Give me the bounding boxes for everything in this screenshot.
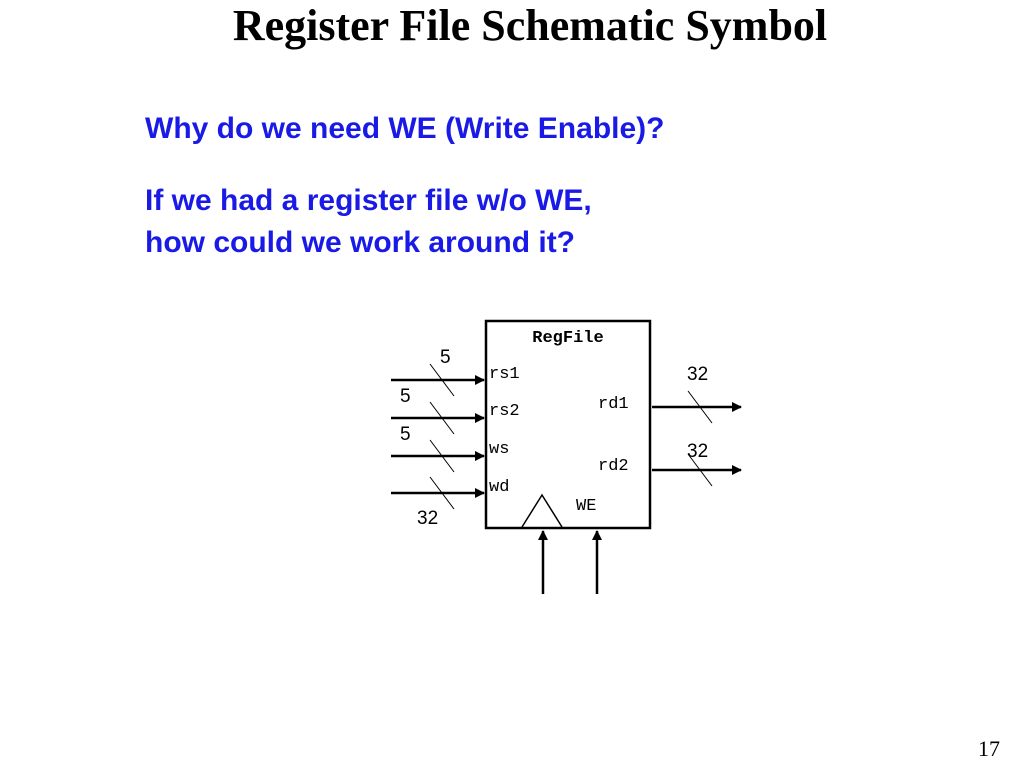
- regfile-block: [484, 319, 652, 530]
- question-workaround-line1: If we had a register file w/o WE,: [145, 184, 592, 217]
- bus-slash-rd2: [687, 453, 713, 487]
- bus-width-ws: 5: [400, 424, 411, 445]
- slide-title: Register File Schematic Symbol: [232, 1, 828, 50]
- bus-slash-wd: [429, 476, 455, 510]
- bus-width-rd2: 32: [687, 441, 708, 462]
- port-label-rs1: rs1: [489, 365, 520, 384]
- port-label-ws: ws: [489, 440, 509, 459]
- port-label-rd1: rd1: [598, 395, 629, 414]
- bus-slash-rd1: [687, 390, 713, 424]
- question-workaround-line2: how could we work around it?: [145, 226, 576, 259]
- question-write-enable: Why do we need WE (Write Enable)?: [145, 112, 665, 145]
- bus-slash-rs2: [429, 401, 455, 435]
- bus-width-rs1: 5: [440, 347, 451, 368]
- bus-width-rs2: 5: [400, 386, 411, 407]
- port-label-rs2: rs2: [489, 402, 520, 421]
- bus-slash-ws: [429, 439, 455, 473]
- port-label-wd: wd: [489, 478, 509, 497]
- bus-width-rd1: 32: [687, 364, 708, 385]
- clock-triangle: [521, 493, 563, 528]
- question-workaround: If we had a register file w/o WE, how co…: [145, 180, 592, 264]
- bus-width-wd: 32: [417, 508, 438, 529]
- bus-slash-rs1: [429, 363, 455, 397]
- port-label-rd2: rd2: [598, 457, 629, 476]
- page-number: 17: [978, 736, 1000, 761]
- regfile-label: RegFile: [532, 329, 603, 348]
- port-label-we: WE: [576, 497, 596, 516]
